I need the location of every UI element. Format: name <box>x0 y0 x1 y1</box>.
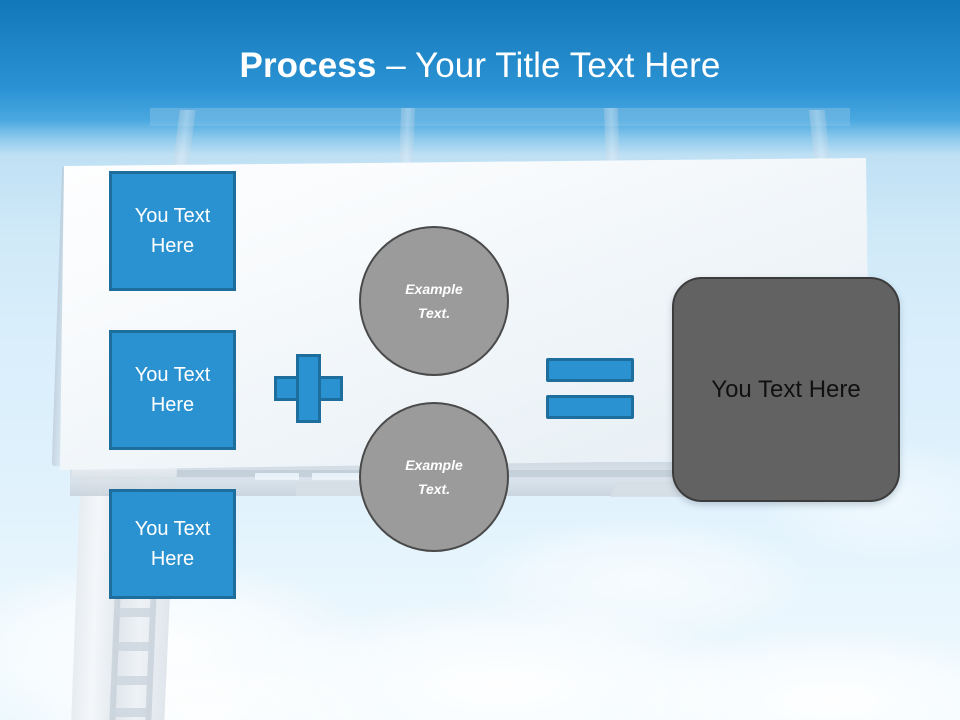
billboard-support-beam <box>398 108 416 170</box>
input-box-3[interactable]: You Text Here <box>109 489 236 599</box>
equals-icon-top-bar <box>546 358 634 382</box>
result-box[interactable]: You Text Here <box>672 277 900 502</box>
input-box-1-label: You Text Here <box>134 205 211 257</box>
billboard-top-beam <box>150 108 850 126</box>
equals-icon <box>546 358 634 419</box>
example-circle-1[interactable]: Example Text. <box>359 226 509 376</box>
input-box-1[interactable]: You Text Here <box>109 171 236 291</box>
example-circle-2-line1: Example <box>405 457 463 473</box>
catwalk-marking <box>255 473 299 480</box>
plus-icon-center <box>299 379 318 398</box>
input-box-3-label: You Text Here <box>134 518 211 570</box>
example-circle-2-line2: Text. <box>417 481 451 497</box>
input-box-2[interactable]: You Text Here <box>109 330 236 450</box>
result-box-label: You Text Here <box>711 375 861 403</box>
example-circle-1-line1: Example <box>405 281 463 297</box>
plus-icon <box>274 354 343 423</box>
example-circle-1-line2: Text. <box>417 305 451 321</box>
page-title-rest: – Your Title Text Here <box>376 46 721 85</box>
equals-icon-bottom-bar <box>546 395 634 419</box>
page-title-bold: Process <box>239 46 377 85</box>
ladder-rung <box>115 608 155 617</box>
page-title: Process – Your Title Text Here <box>0 44 960 88</box>
ladder-rung <box>112 676 152 685</box>
ladder-rung <box>111 708 150 717</box>
ladder-rung <box>114 642 153 651</box>
input-box-2-label: You Text Here <box>134 364 211 416</box>
example-circle-2[interactable]: Example Text. <box>359 402 509 552</box>
